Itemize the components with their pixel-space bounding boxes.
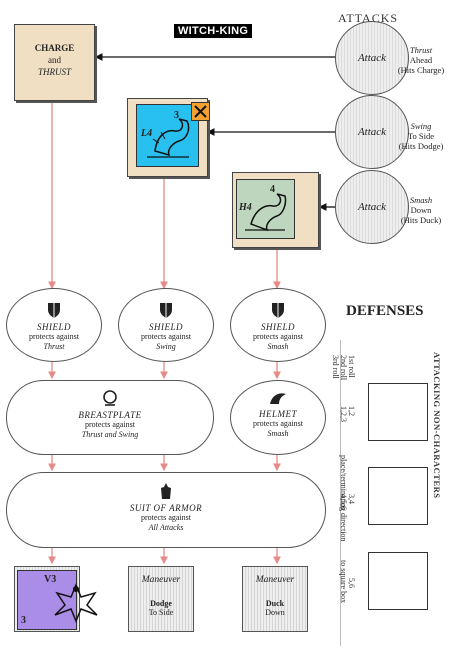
roll-label: 2nd roll (339, 355, 348, 381)
defense-name: BREASTPLATE (78, 410, 142, 420)
maneuver-title: Maneuver (255, 575, 295, 585)
roll-range: 3,4 (347, 494, 356, 504)
defense-name: SUIT OF ARMOR (129, 503, 203, 513)
attack-type: Thrust (409, 45, 433, 55)
defense-target: Smash (267, 429, 289, 438)
attack-type: Smash (409, 195, 433, 205)
x-marker[interactable] (191, 102, 210, 121)
attack-desc-thrust: Thrust Ahead (Hits Charge) (386, 45, 456, 75)
dragon-icon (147, 118, 190, 158)
target-box-1[interactable] (368, 383, 428, 441)
attack-circle-label: Attack (357, 201, 387, 213)
attack-desc-smash: Smash Down (Hits Duck) (386, 195, 456, 225)
helmet-icon (270, 393, 286, 404)
shield-icon (160, 303, 172, 318)
attack-type: Swing (410, 121, 432, 131)
side-panel-title: ATTACKING NON-CHARACTERS (432, 352, 442, 499)
armor-defense[interactable]: SUIT OF ARMOR protects against All Attac… (6, 472, 326, 548)
defenses-heading: DEFENSES (346, 303, 424, 319)
attack-hits: (Hits Charge) (397, 65, 445, 75)
purple-character-counter[interactable]: V3 3 (17, 570, 98, 630)
helmet-defense[interactable]: HELMET protects against Smash (230, 380, 326, 455)
shield-smash[interactable]: SHIELD protects against Smash (230, 288, 326, 362)
breastplate-icon (103, 390, 117, 406)
defense-desc: protects against (85, 420, 135, 429)
defense-target: Thrust and Swing (81, 430, 139, 439)
charge-label: CHARGE (34, 43, 75, 53)
defense-target: All Attacks (148, 523, 184, 532)
roll-note: to square box (339, 560, 348, 604)
defense-desc: protects against (29, 332, 79, 341)
maneuver-name: Duck (265, 599, 285, 608)
attack-direction: Ahead (409, 55, 433, 65)
shield-icon (48, 303, 60, 318)
defense-target: Smash (267, 342, 289, 351)
maneuver-dodge[interactable]: Maneuver Dodge To Side (128, 566, 194, 632)
counter-attack-value: V3 (44, 574, 57, 585)
defense-name: SHIELD (37, 322, 71, 332)
defense-desc: protects against (141, 332, 191, 341)
attack-circle-thrust[interactable]: Attack (335, 21, 409, 95)
maneuver-title: Maneuver (141, 575, 181, 585)
defense-name: HELMET (258, 409, 297, 419)
defense-name: SHIELD (261, 322, 295, 332)
charge-box[interactable]: CHARGE and THRUST (14, 24, 95, 101)
target-box-2[interactable] (368, 467, 428, 525)
roll-label: 3rd roll (331, 355, 340, 379)
target-box-3[interactable] (368, 552, 428, 610)
attack-desc-swing: Swing To Side (Hits Dodge) (386, 121, 456, 151)
attack-circle-smash[interactable]: Attack (335, 170, 409, 244)
roll-range: 5,6 (347, 578, 356, 588)
attack-direction: Down (410, 205, 432, 215)
counter-strength-value: L4 (141, 128, 153, 139)
counter-strength-value: H4 (239, 202, 252, 213)
shield-icon (272, 303, 284, 318)
blue-monster-counter[interactable]: 3 L4 (136, 104, 199, 167)
attack-hits: (Hits Dodge) (398, 141, 444, 151)
green-monster-counter[interactable]: 4 H4 (236, 179, 295, 239)
thrust-label: THRUST (37, 67, 71, 77)
dragon-icon (245, 193, 287, 232)
charge-and-label: and (48, 55, 61, 65)
character-box[interactable]: V3 3 (14, 566, 98, 632)
defense-name: SHIELD (149, 322, 183, 332)
defense-desc: protects against (141, 513, 191, 522)
close-icon (194, 105, 207, 118)
defense-target: Thrust (43, 342, 65, 351)
roll-range: 1,2,3 (339, 406, 348, 422)
shield-thrust[interactable]: SHIELD protects against Thrust (6, 288, 102, 362)
roll-note: place/terminating direction (339, 455, 348, 542)
smash-attack-box[interactable]: 4 H4 (232, 172, 319, 248)
attack-hits: (Hits Duck) (400, 215, 442, 225)
attack-circle-swing[interactable]: Attack (335, 95, 409, 169)
maneuver-name: Dodge (150, 599, 172, 608)
defense-target: Swing (156, 342, 176, 351)
roll-label: 1st roll (347, 355, 356, 378)
attack-circle-label: Attack (357, 126, 387, 138)
attack-direction: To Side (407, 131, 435, 141)
shield-swing[interactable]: SHIELD protects against Swing (118, 288, 214, 362)
counter-strength-value: 3 (21, 615, 26, 626)
breastplate-defense[interactable]: BREASTPLATE protects against Thrust and … (6, 380, 214, 455)
roll-range: 4,5,6 (339, 494, 348, 510)
maneuver-sub: To Side (148, 608, 174, 617)
attack-circle-label: Attack (357, 52, 387, 64)
side-panel (340, 340, 451, 646)
maneuver-duck[interactable]: Maneuver Duck Down (242, 566, 308, 632)
swing-attack-box[interactable]: 3 L4 (127, 98, 210, 177)
roll-range: 1,2 (347, 406, 356, 416)
maneuver-sub: Down (265, 608, 285, 617)
title-badge: WITCH-KING (174, 24, 253, 38)
defense-desc: protects against (253, 419, 303, 428)
counter-attack-value: 3 (174, 110, 179, 121)
bat-creature-icon (54, 583, 98, 623)
counter-attack-value: 4 (270, 184, 275, 195)
defense-desc: protects against (253, 332, 303, 341)
armor-icon (161, 483, 171, 499)
